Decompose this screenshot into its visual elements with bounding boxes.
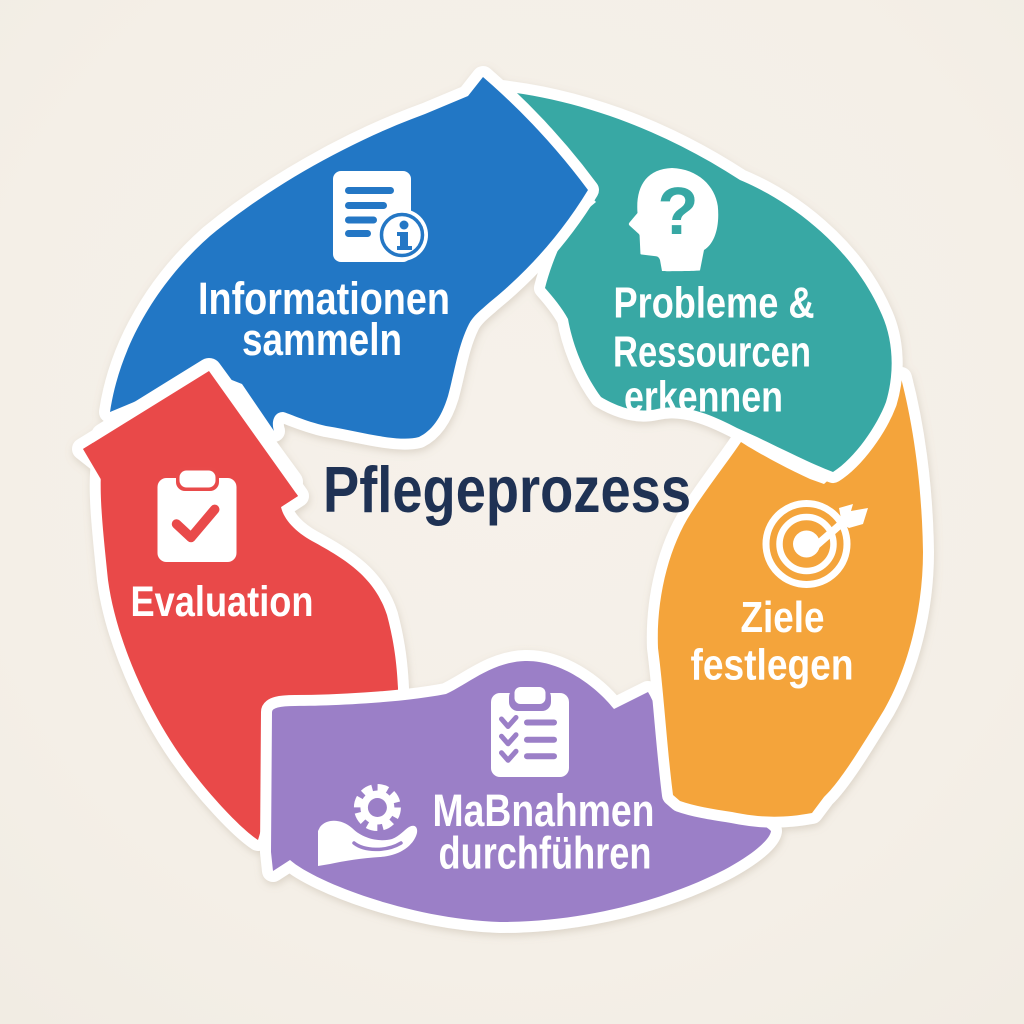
svg-text:?: ?	[658, 174, 699, 249]
svg-text:MaBnahmen: MaBnahmen	[433, 785, 655, 836]
svg-text:Ressourcen: Ressourcen	[613, 328, 811, 376]
svg-text:sammeln: sammeln	[242, 314, 402, 365]
svg-text:Informationen: Informationen	[198, 273, 450, 324]
svg-text:Probleme &: Probleme &	[614, 280, 815, 328]
svg-text:Evaluation: Evaluation	[131, 578, 314, 626]
svg-text:festlegen: festlegen	[691, 641, 854, 690]
svg-text:Ziele: Ziele	[741, 593, 825, 642]
svg-text:erkennen: erkennen	[624, 374, 783, 422]
svg-text:Pflegeprozess: Pflegeprozess	[323, 454, 691, 526]
svg-text:durchführen: durchführen	[439, 827, 652, 878]
